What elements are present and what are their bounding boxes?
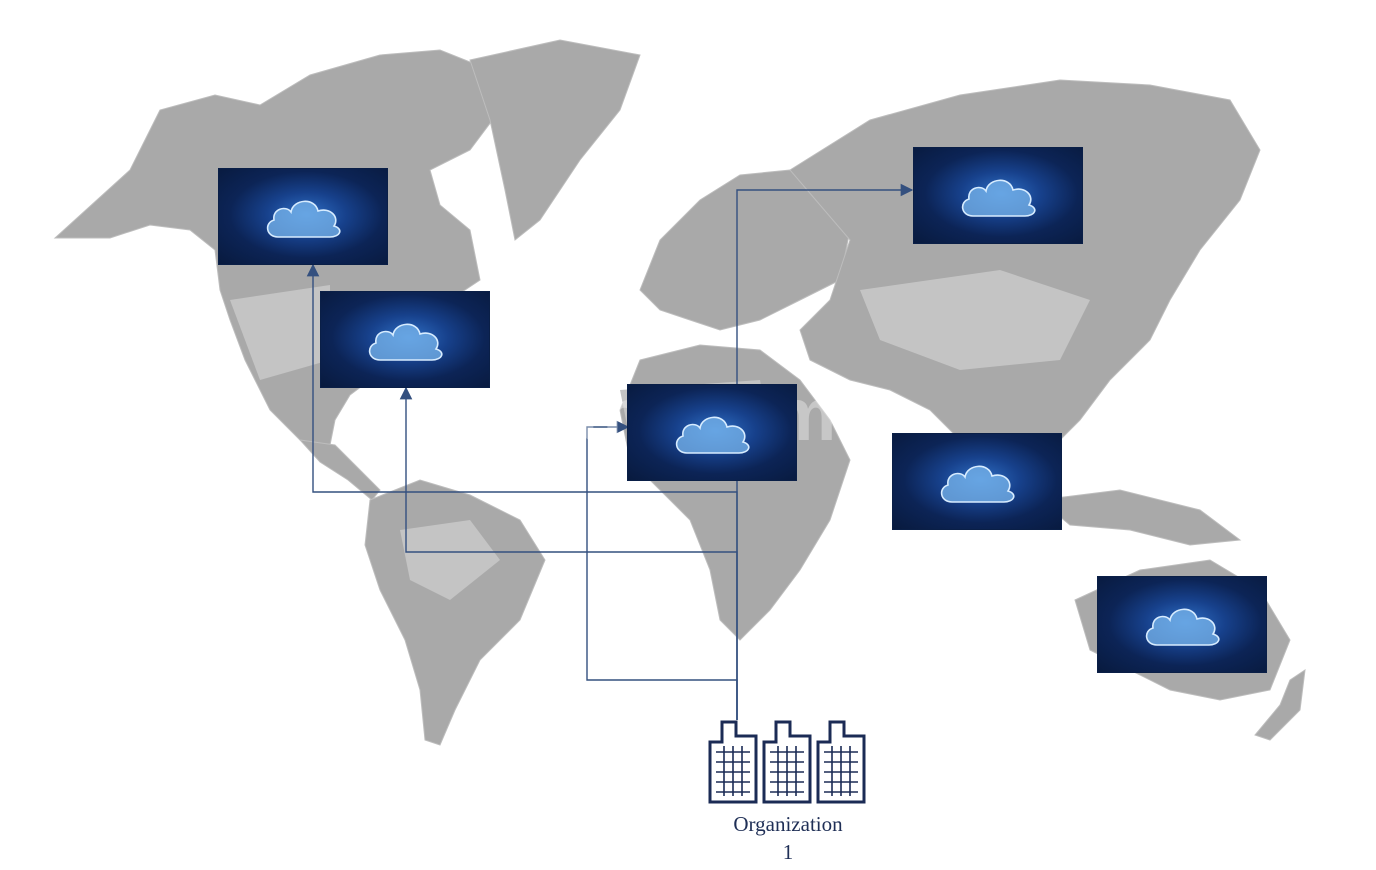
cloud-tile-africa-north[interactable] xyxy=(628,385,796,480)
cloud-icon xyxy=(1145,608,1220,646)
new-zealand-shape xyxy=(1254,668,1306,741)
asia-shape xyxy=(789,79,1261,461)
building-3 xyxy=(816,720,866,804)
cloud-tile-north-america-west[interactable] xyxy=(219,169,387,264)
greenland-shape xyxy=(469,39,641,241)
cloud-icon xyxy=(266,200,341,238)
organization-name: Organization xyxy=(733,812,843,836)
cloud-tile-north-america-east[interactable] xyxy=(321,292,489,387)
cloud-icon xyxy=(675,416,750,454)
organization-label: Organization 1 xyxy=(700,810,876,866)
cloud-icon xyxy=(940,465,1015,503)
cloud-tile-russia[interactable] xyxy=(914,148,1082,243)
south-america-shape xyxy=(364,479,546,746)
building-1 xyxy=(708,720,758,804)
central-america-shape xyxy=(298,439,381,501)
connector-russia xyxy=(736,183,914,720)
cloud-icon xyxy=(961,179,1036,217)
organization-number: 1 xyxy=(782,840,794,864)
cloud-tile-south-asia[interactable] xyxy=(893,434,1061,529)
islands-shape xyxy=(1038,489,1242,546)
connectors xyxy=(306,183,914,720)
building-2 xyxy=(762,720,812,804)
office-building-icon[interactable] xyxy=(706,716,868,806)
cloud-icon xyxy=(368,323,443,361)
cloud-tile-australia[interactable] xyxy=(1098,577,1266,672)
